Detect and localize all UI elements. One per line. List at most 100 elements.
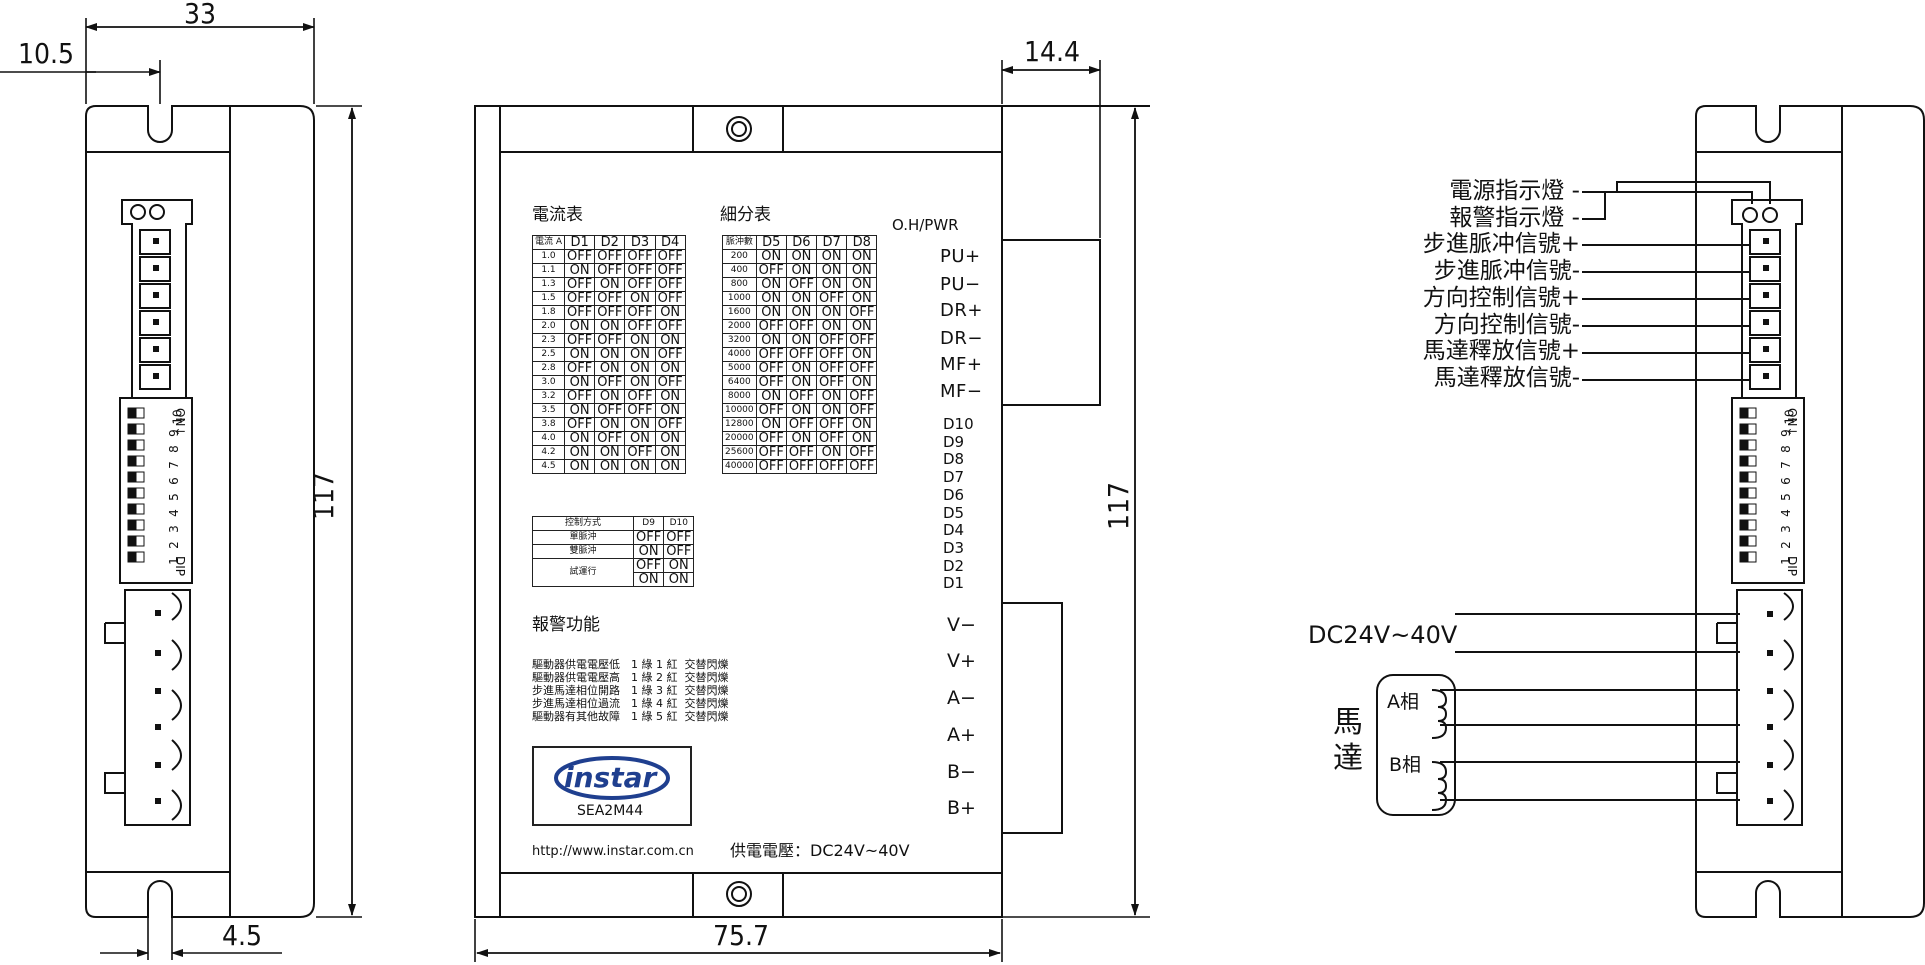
table-header-cell: D10 [663, 516, 695, 531]
table-cell: OFF [755, 403, 787, 418]
table-cell: ON [846, 319, 878, 334]
table-header-cell: 控制方式 [532, 516, 634, 531]
table-cell: 1.0 [531, 249, 566, 264]
dip-number: 6 [166, 477, 181, 485]
table-cell: 5000 [722, 361, 757, 376]
dip-number: 8 [1778, 445, 1793, 453]
table-cell: 4.2 [531, 445, 566, 460]
table-cell: ON [594, 389, 626, 404]
table-cell: 200 [722, 249, 757, 264]
table-cell: ON [564, 431, 596, 446]
table-cell: ON [846, 431, 878, 446]
table-cell: 800 [722, 277, 757, 292]
table-cell: ON [654, 305, 686, 320]
table-cell: OFF [816, 431, 848, 446]
table-cell: OFF [654, 375, 686, 390]
table-cell: OFF [816, 291, 848, 306]
table-cell: 4.0 [531, 431, 566, 446]
dip-number: 2 [166, 541, 181, 549]
table-cell: 3.5 [531, 403, 566, 418]
signal-label: 電源指示燈 - [1449, 178, 1580, 204]
table-cell: ON [816, 389, 848, 404]
table-cell: OFF [816, 333, 848, 348]
table-cell: ON [816, 263, 848, 278]
table-header-cell: D9 [632, 516, 665, 531]
table-cell: ON [785, 291, 818, 306]
signal-label: 報警指示燈 - [1449, 204, 1580, 231]
table-cell: ON [594, 361, 626, 376]
dip-switches-left [127, 407, 145, 563]
table-cell: OFF [654, 277, 686, 292]
table-header-cell: D2 [594, 235, 626, 250]
table-cell: OFF [755, 263, 787, 278]
dip-number: 4 [166, 509, 181, 517]
table-cell: ON [785, 263, 818, 278]
table-cell: ON [816, 445, 848, 460]
table-header-cell: D8 [846, 235, 878, 250]
table-cell: OFF [624, 305, 656, 320]
table-cell: ON [594, 319, 626, 334]
table-cell: OFF [846, 459, 878, 474]
signal-terminal-label: MF− [940, 381, 983, 402]
table-cell: OFF [564, 305, 596, 320]
dim-14-4: 14.4 [1024, 35, 1081, 68]
dip-front-label: D4 [943, 521, 965, 540]
table-cell: ON [755, 305, 787, 320]
table-cell: ON [654, 445, 686, 460]
logo: instar [564, 761, 657, 794]
table-cell: 3.8 [531, 417, 566, 432]
table-cell: OFF [564, 249, 596, 264]
right-side-view [1376, 105, 1925, 918]
table-cell: ON [755, 389, 787, 404]
dip-front-label: D6 [943, 485, 965, 504]
model-label: SEA2M44 [577, 803, 644, 819]
table-cell: ON [624, 431, 656, 446]
table-cell: OFF [624, 277, 656, 292]
oh-pwr-label: O.H/PWR [892, 216, 959, 234]
dip-switches-right [1739, 407, 1757, 563]
table-cell: OFF [846, 403, 878, 418]
table-cell: ON [785, 249, 818, 264]
table-cell: ON [816, 249, 848, 264]
logo-box [532, 746, 692, 826]
table-cell: 1.3 [531, 277, 566, 292]
table-cell: 2000 [722, 319, 757, 334]
table-cell: ON [564, 403, 596, 418]
table-cell: ON [624, 333, 656, 348]
table-cell: ON [846, 347, 878, 362]
table-cell: ON [624, 459, 656, 474]
table-header-cell: D5 [755, 235, 787, 250]
power-terminal-label: A+ [947, 724, 976, 746]
table-cell: ON [564, 459, 596, 474]
table-cell: OFF [654, 263, 686, 278]
table-header-cell: D1 [564, 235, 596, 250]
table-cell: OFF [785, 277, 818, 292]
table-cell: ON [564, 319, 596, 334]
signal-label: 馬達釋放信號- [1433, 364, 1580, 391]
table-cell: OFF [755, 319, 787, 334]
dip-number: 9 [166, 429, 181, 437]
table-cell: ON [654, 403, 686, 418]
test-run-cell: 試運行 [532, 558, 634, 587]
table-cell: ON [755, 333, 787, 348]
table-cell: OFF [816, 417, 848, 432]
table-cell: 12800 [722, 417, 757, 432]
table-cell: OFF [785, 417, 818, 432]
table-cell: OFF [654, 347, 686, 362]
table-cell: ON [594, 417, 626, 432]
power-terminal-label: V− [947, 614, 976, 636]
table-cell: OFF [594, 263, 626, 278]
table-cell: ON [846, 249, 878, 264]
dip-number: 5 [1778, 493, 1793, 501]
